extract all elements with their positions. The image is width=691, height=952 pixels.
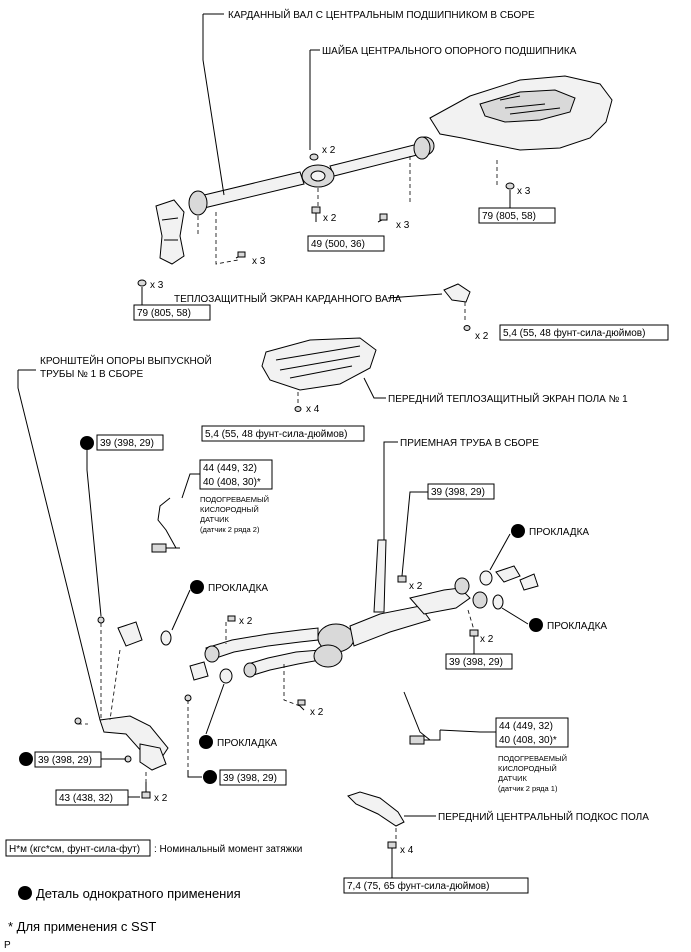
torque-bracket-top: 39 (398, 29) (100, 438, 154, 449)
sensor-b2s1-line2: КИСЛОРОДНЫЙ (498, 764, 557, 773)
sensor-b2s1-line3: ДАТЧИК (498, 774, 527, 783)
gasket-right-lower-part (492, 594, 504, 610)
differential-illustration (155, 199, 185, 265)
floor-shield-bolt-count: x 4 (306, 404, 320, 415)
sensor-b2s2-line2: КИСЛОРОДНЫЙ (200, 505, 259, 514)
legend-single-use: Деталь однократного применения (36, 886, 241, 901)
floor-brace-label: ПЕРЕДНИЙ ЦЕНТРАЛЬНЫЙ ПОДКОС ПОЛА (438, 810, 649, 823)
floor-brace-part (347, 791, 405, 827)
tail-pipe-lower-part (519, 573, 539, 591)
torque-sensor-b2s1-b: 40 (408, 30)* (499, 735, 557, 746)
exhaust-bracket-part (99, 715, 169, 771)
shaft-shield-bolt-count: x 2 (475, 331, 489, 342)
gasket-label-lower: ПРОКЛАДКА (217, 738, 277, 749)
torque-bracket-left: 39 (398, 29) (38, 755, 92, 766)
front-exhaust-pipe (204, 539, 488, 678)
sensor-b2s2-line1: ПОДОГРЕВАЕМЫЙ (200, 495, 269, 504)
tail-pipe-upper-part (495, 565, 521, 583)
torque-shaft-shield: 5,4 (55, 48 фунт-сила-дюймов) (503, 327, 645, 339)
torque-bracket-bolt: 43 (438, 32) (59, 793, 113, 804)
legend-torque-box: Н*м (кгс*см, фунт-сила-фут) (9, 843, 140, 855)
transmission-illustration (415, 75, 613, 156)
center-bolt-count: x 2 (323, 213, 337, 224)
torque-mount-lower: 39 (398, 29) (223, 773, 277, 784)
legend-sst: * Для применения с SST (8, 919, 156, 934)
gasket-left-part (160, 630, 172, 646)
legend-torque-text: : Номинальный момент затяжки (154, 844, 302, 855)
exhaust-mount-part (117, 621, 143, 647)
torque-brace: 7,4 (75, 65 фунт-сила-дюймов) (347, 880, 489, 892)
shaft-bolt-count-right: x 3 (396, 220, 410, 231)
pipe-bolt-count-lower: x 2 (310, 707, 324, 718)
torque-floor-shield: 5,4 (55, 48 фунт-сила-дюймов) (205, 428, 347, 440)
torque-rear-flange: 79 (805, 58) (482, 211, 536, 222)
propeller-shaft (188, 136, 431, 216)
torque-pipe-upper: 39 (398, 29) (431, 487, 485, 498)
oxygen-sensor-b2s1-part (403, 691, 441, 745)
sensor-b2s2-line3: ДАТЧИК (200, 515, 229, 524)
gasket-lower-part (219, 668, 233, 684)
torque-center-bolt: 49 (500, 36) (311, 239, 365, 250)
shaft-heat-shield-label: ТЕПЛОЗАЩИТНЫЙ ЭКРАН КАРДАННОГО ВАЛА (174, 292, 402, 305)
shaft-heat-shield-part (443, 283, 471, 303)
shaft-fasteners (137, 153, 515, 287)
pipe-bolt-count-upper: x 2 (409, 581, 423, 592)
brace-bolt-count: x 4 (400, 845, 414, 856)
pipe-assy-label: ПРИЕМНАЯ ТРУБА В СБОРЕ (400, 438, 539, 449)
sensor-b2s2-bank: (датчик 2 ряда 2) (200, 525, 260, 534)
bracket-label-line2: ТРУБЫ № 1 В СБОРЕ (40, 369, 144, 380)
propeller-shaft-label: КАРДАННЫЙ ВАЛ С ЦЕНТРАЛЬНЫМ ПОДШИПНИКОМ … (228, 8, 535, 21)
gasket-label-left: ПРОКЛАДКА (208, 583, 268, 594)
pipe-front-bolt-count: x 2 (239, 616, 253, 627)
front-floor-shield-label: ПЕРЕДНИЙ ТЕПЛОЗАЩИТНЫЙ ЭКРАН ПОЛА № 1 (388, 392, 628, 405)
torque-sensor-b2s2-a: 44 (449, 32) (203, 463, 257, 474)
rear-nut-count: x 3 (517, 186, 531, 197)
gasket-right-upper-part (479, 570, 493, 586)
sensor-b2s1-bank: (датчик 2 ряда 1) (498, 784, 558, 793)
pipe-right-bolt-count: x 2 (480, 634, 494, 645)
torque-front-flange: 79 (805, 58) (137, 308, 191, 319)
center-bearing-washer-label: ШАЙБА ЦЕНТРАЛЬНОГО ОПОРНОГО ПОДШИПНИКА (322, 44, 577, 57)
corner-mark: P (4, 940, 11, 951)
gasket-label-right-lower: ПРОКЛАДКА (547, 621, 607, 632)
torque-pipe-right: 39 (398, 29) (449, 657, 503, 668)
washer-count: x 2 (322, 145, 336, 156)
bracket-bolt-count: x 2 (154, 793, 168, 804)
sensor-b2s1-line1: ПОДОГРЕВАЕМЫЙ (498, 754, 567, 763)
front-floor-heat-shield-part (261, 337, 377, 391)
shaft-bolt-count-left: x 3 (252, 256, 266, 267)
torque-sensor-b2s1-a: 44 (449, 32) (499, 721, 553, 732)
oxygen-sensor-b2s2-part (151, 497, 180, 553)
gasket-label-right-upper: ПРОКЛАДКА (529, 527, 589, 538)
exhaust-mount-lower-part (189, 661, 209, 681)
front-nut-count: x 3 (150, 280, 164, 291)
torque-sensor-b2s2-b: 40 (408, 30)* (203, 477, 261, 488)
bracket-label-line1: КРОНШТЕЙН ОПОРЫ ВЫПУСКНОЙ (40, 354, 212, 367)
